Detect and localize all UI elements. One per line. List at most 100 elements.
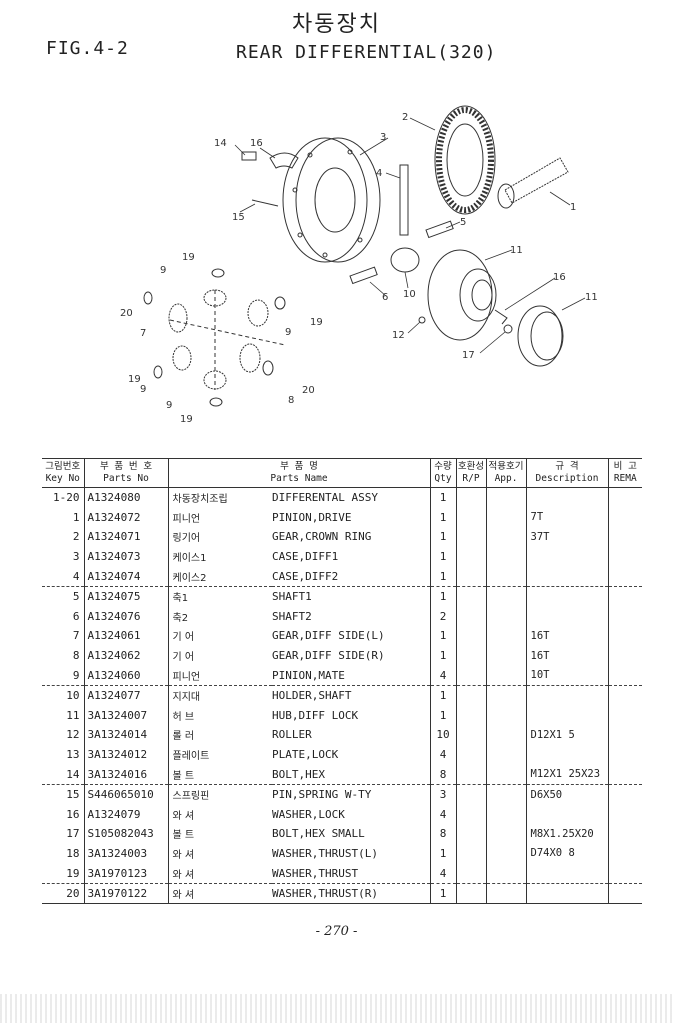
english-name-cell: BOLT,HEX SMALL (272, 827, 365, 841)
callout-20-left: 20 (120, 308, 133, 319)
callout-9-top: 9 (160, 265, 166, 276)
remarks-cell (608, 665, 643, 686)
callout-19-top: 19 (182, 252, 195, 263)
callout-16-right: 16 (553, 272, 566, 283)
app-cell (486, 883, 527, 905)
english-name-cell: SHAFT1 (272, 590, 312, 604)
remarks-cell (608, 805, 642, 825)
app-cell (486, 527, 527, 547)
remarks-cell (608, 547, 642, 567)
scan-edge-artifact (0, 994, 673, 1023)
description-cell: 7T (526, 507, 609, 528)
remarks-cell (608, 725, 642, 745)
app-cell (486, 586, 527, 607)
description-cell: M12X1 25X23 (526, 764, 609, 785)
description-cell: M8X1.25X20 (526, 824, 609, 844)
rp-cell (456, 863, 487, 884)
diff-case-2-drawing (427, 249, 497, 341)
callout-14: 14 (214, 138, 227, 149)
key-cell: 6 (42, 606, 85, 627)
app-cell (486, 685, 527, 706)
rp-cell (456, 725, 487, 745)
lock-washer-drawing (494, 309, 508, 325)
part-number-cell: A1324079 (84, 804, 169, 825)
qty-cell: 1 (429, 626, 457, 646)
key-cell: 15 (42, 784, 85, 805)
qty-cell: 1 (429, 546, 457, 567)
callout-5: 4 (376, 168, 382, 179)
app-cell (486, 507, 527, 528)
diff-case-1-drawing (282, 137, 381, 263)
qty-cell: 1 (429, 527, 457, 547)
remarks-cell (608, 566, 643, 587)
shaft-holder-drawing (390, 247, 420, 273)
qty-cell: 1 (429, 705, 457, 726)
rp-cell (456, 566, 487, 587)
description-cell (526, 586, 609, 607)
app-cell (486, 606, 527, 627)
part-number-cell: 3A1324007 (84, 705, 169, 726)
qty-cell: 1 (429, 566, 457, 587)
remarks-cell (608, 863, 643, 884)
rp-cell (456, 685, 487, 706)
app-cell (486, 863, 527, 884)
description-cell: 16T (526, 645, 609, 666)
callout-9-bottom: 9 (166, 400, 172, 411)
callout-16-top: 16 (250, 138, 263, 149)
remarks-cell (608, 824, 642, 844)
description-cell (526, 606, 609, 627)
part-number-cell: S105082043 (84, 824, 169, 844)
key-cell: 13 (42, 744, 85, 765)
qty-cell: 1 (429, 487, 457, 508)
korean-name-cell: 피니언 (172, 513, 201, 525)
english-name-cell: HOLDER,SHAFT (272, 689, 352, 703)
app-cell (486, 665, 527, 686)
remarks-cell (608, 508, 642, 528)
hex-bolt-drawing (241, 151, 257, 161)
remarks-cell (608, 883, 643, 905)
qty-cell: 1 (429, 843, 457, 864)
korean-name-cell: 축1 (172, 593, 189, 605)
description-cell (526, 705, 609, 726)
qty-cell: 3 (429, 784, 457, 805)
english-name-cell: PLATE,LOCK (272, 748, 339, 762)
part-number-cell: 3A1324003 (84, 843, 169, 864)
app-cell (486, 843, 527, 864)
key-cell: 1-20 (42, 487, 85, 508)
english-name-cell: BOLT,HEX (272, 764, 431, 785)
shaft-2-upper-drawing (425, 220, 454, 239)
qty-cell: 1 (429, 645, 457, 666)
roller-drawing (418, 316, 426, 324)
part-number-cell: 3A1970123 (84, 863, 169, 884)
english-name-cell: HUB,DIFF LOCK (272, 708, 359, 722)
qty-cell: 4 (429, 804, 457, 825)
callout-2: 2 (402, 112, 408, 123)
app-cell (486, 705, 527, 726)
part-number-cell: A1324072 (84, 507, 169, 528)
callout-19-left: 19 (128, 374, 141, 385)
key-cell: 14 (42, 764, 85, 785)
app-cell (486, 764, 527, 785)
korean-name-cell: 지지대 (172, 692, 201, 704)
english-name-cell: SHAFT2 (272, 609, 312, 623)
lock-plate-drawing (269, 152, 299, 169)
korean-name-cell: 케이스1 (172, 553, 207, 565)
callout-19-right: 19 (310, 317, 323, 328)
remarks-cell (608, 745, 642, 765)
remarks-cell (608, 586, 642, 606)
key-cell: 11 (42, 705, 85, 726)
remarks-cell (608, 646, 642, 666)
part-number-cell: 3A1324016 (84, 764, 169, 785)
description-cell (526, 685, 609, 706)
callout-7: 7 (140, 328, 146, 339)
english-name-cell: CASE,DIFF1 (272, 550, 339, 564)
